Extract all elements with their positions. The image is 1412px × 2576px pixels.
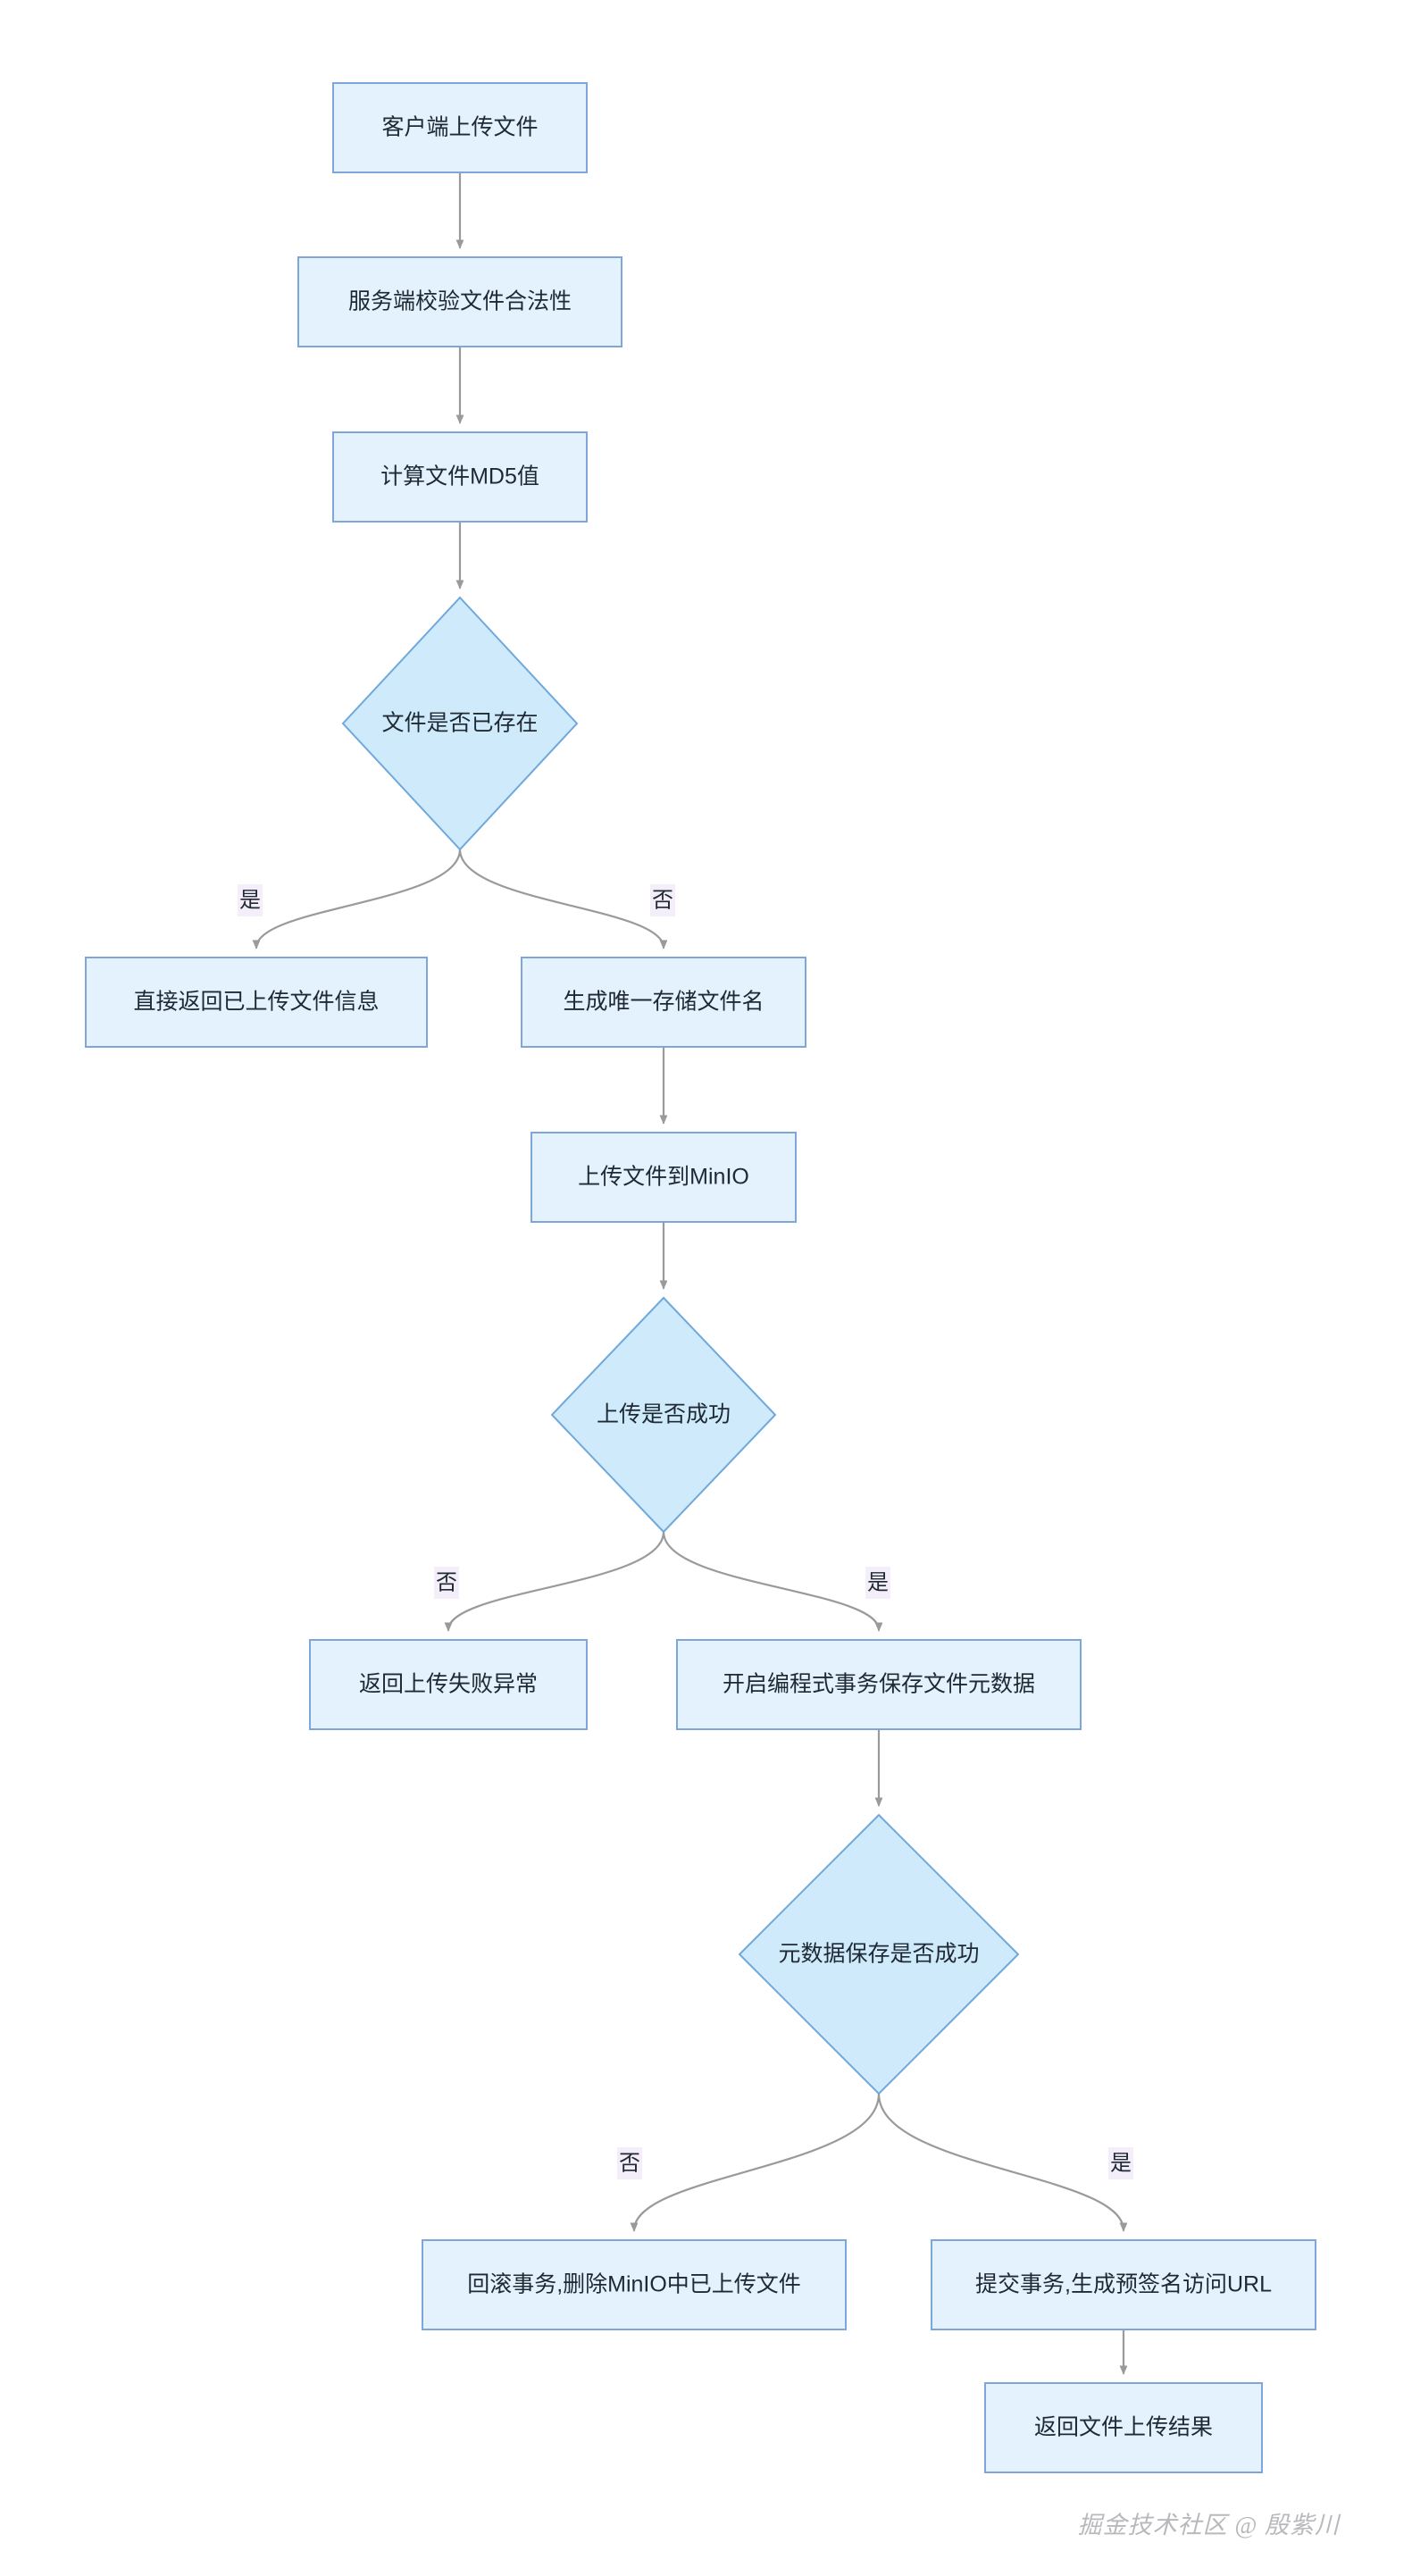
node-服务端校验文件合法性[interactable]: 服务端校验文件合法性 (297, 256, 622, 347)
decision-shape (550, 1296, 777, 1534)
edge-label-background (650, 884, 675, 916)
decision-shape (341, 596, 579, 851)
node-提交事务-生成预签名访问url[interactable]: 提交事务,生成预签名访问URL (931, 2239, 1316, 2330)
process-shape (521, 957, 806, 1048)
process-shape (332, 431, 588, 523)
node-文件是否已存在[interactable]: 文件是否已存在 (341, 596, 579, 851)
edge-n11-to-n13 (877, 2092, 1124, 2230)
nodes-layer: 客户端上传文件服务端校验文件合法性计算文件MD5值文件是否已存在直接返回已上传文… (85, 82, 1316, 2473)
watermark: 掘金技术社区 @ 殷紫川 (1078, 2512, 1341, 2538)
edge-n11-to-n12 (634, 2092, 881, 2230)
edge-label-yes: 是 (1108, 2147, 1133, 2179)
node-元数据保存是否成功[interactable]: 元数据保存是否成功 (738, 1813, 1020, 2095)
node-客户端上传文件[interactable]: 客户端上传文件 (332, 82, 588, 173)
edge-label-text: 是 (1110, 2151, 1132, 2175)
process-shape (85, 957, 428, 1048)
edge-label-background (617, 2147, 642, 2179)
edge-n4-to-n5 (256, 848, 462, 948)
edge-label-no: 否 (650, 884, 675, 916)
edge-label-background (238, 884, 263, 916)
process-shape (332, 82, 588, 173)
node-计算文件md5值[interactable]: 计算文件MD5值 (332, 431, 588, 523)
decision-shape (738, 1813, 1020, 2095)
node-上传是否成功[interactable]: 上传是否成功 (550, 1296, 777, 1534)
edge-label-text: 否 (619, 2151, 640, 2175)
node-直接返回已上传文件信息[interactable]: 直接返回已上传文件信息 (85, 957, 428, 1048)
node-回滚事务-删除minio中已上传文件[interactable]: 回滚事务,删除MinIO中已上传文件 (422, 2239, 847, 2330)
edge-n4-to-n6 (458, 848, 664, 948)
process-shape (984, 2382, 1263, 2473)
process-shape (531, 1132, 797, 1223)
edge-label-no: 否 (434, 1567, 459, 1599)
edge-label-text: 是 (239, 888, 261, 912)
edge-label-no: 否 (617, 2147, 642, 2179)
edge-label-background (1108, 2147, 1133, 2179)
node-上传文件到minio[interactable]: 上传文件到MinIO (531, 1132, 797, 1223)
node-生成唯一存储文件名[interactable]: 生成唯一存储文件名 (521, 957, 806, 1048)
process-shape (931, 2239, 1316, 2330)
edge-n8-to-n10 (662, 1530, 879, 1630)
process-shape (422, 2239, 847, 2330)
node-返回上传失败异常[interactable]: 返回上传失败异常 (309, 1639, 588, 1730)
edge-label-text: 否 (436, 1570, 457, 1594)
edge-labels-layer: 是否否是否是 (238, 884, 1133, 2179)
node-返回文件上传结果[interactable]: 返回文件上传结果 (984, 2382, 1263, 2473)
edge-label-text: 否 (652, 888, 673, 912)
edge-label-text: 是 (867, 1570, 889, 1594)
process-shape (676, 1639, 1082, 1730)
edge-label-yes: 是 (865, 1567, 890, 1599)
process-shape (297, 256, 622, 347)
edge-label-background (434, 1567, 459, 1599)
edges-layer (256, 171, 1124, 2373)
edge-n8-to-n9 (448, 1530, 665, 1630)
node-开启编程式事务保存文件元数据[interactable]: 开启编程式事务保存文件元数据 (676, 1639, 1082, 1730)
process-shape (309, 1639, 588, 1730)
edge-label-background (865, 1567, 890, 1599)
edge-label-yes: 是 (238, 884, 263, 916)
